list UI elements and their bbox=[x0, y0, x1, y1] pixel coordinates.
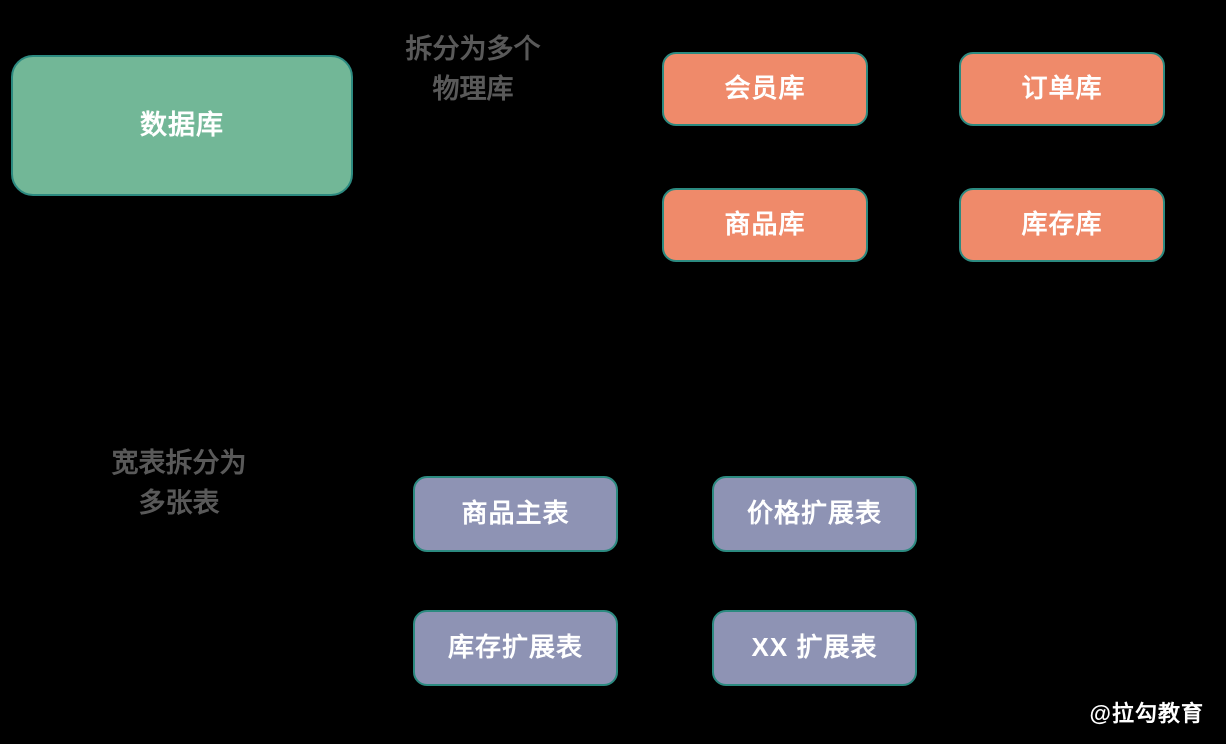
node-label: 会员库 bbox=[724, 73, 806, 104]
node-label: 订单库 bbox=[1021, 73, 1103, 104]
node-label: 库存扩展表 bbox=[447, 632, 583, 663]
node-label: 库存库 bbox=[1021, 209, 1103, 240]
annotation-split-wide-table-into-tables: 宽表拆分为 多张表 bbox=[111, 448, 247, 518]
node-price-extension-table[interactable]: 价格扩展表 bbox=[712, 476, 917, 552]
node-label: 商品库 bbox=[724, 209, 806, 240]
node-inventory-database[interactable]: 库存库 bbox=[959, 188, 1165, 262]
node-label: XX 扩展表 bbox=[751, 632, 878, 663]
node-product-main-table[interactable]: 商品主表 bbox=[413, 476, 618, 552]
node-label: 商品主表 bbox=[461, 498, 570, 529]
annotation-split-into-physical-databases: 拆分为多个 物理库 bbox=[405, 34, 541, 104]
node-label: 价格扩展表 bbox=[746, 498, 882, 529]
watermark: @拉勾教育 bbox=[1089, 701, 1204, 726]
node-order-database[interactable]: 订单库 bbox=[959, 52, 1165, 126]
node-inventory-extension-table[interactable]: 库存扩展表 bbox=[413, 610, 618, 686]
node-member-database[interactable]: 会员库 bbox=[662, 52, 868, 126]
node-label: 数据库 bbox=[140, 110, 224, 141]
node-product-database[interactable]: 商品库 bbox=[662, 188, 868, 262]
node-database-source[interactable]: 数据库 bbox=[11, 55, 353, 196]
node-xx-extension-table[interactable]: XX 扩展表 bbox=[712, 610, 917, 686]
